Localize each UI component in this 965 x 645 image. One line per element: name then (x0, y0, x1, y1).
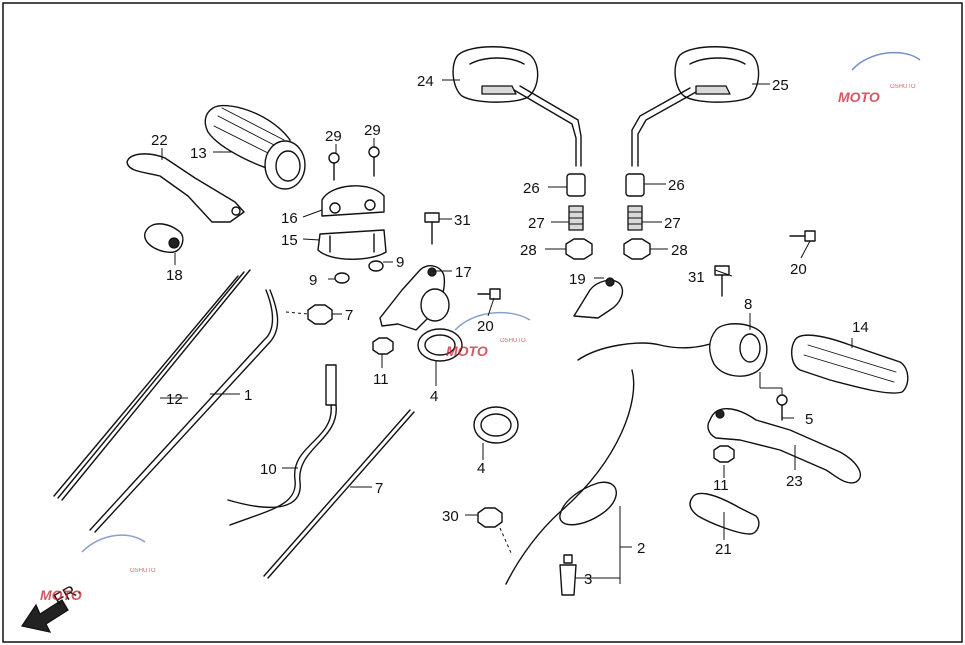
cable-2 (505, 369, 635, 585)
cable-12 (53, 269, 251, 501)
callout-10: 10 (260, 461, 277, 478)
cable-boot-3 (559, 554, 577, 596)
nut-30 (477, 507, 503, 528)
callout-11-right: 11 (713, 477, 729, 494)
callout-numbers: 24 25 26 26 27 27 28 28 13 22 18 29 29 1… (151, 73, 869, 588)
callout-11-left: 11 (373, 371, 389, 388)
callout-9-left: 9 (309, 272, 317, 289)
callout-7-upper: 7 (345, 307, 353, 324)
callout-15: 15 (281, 232, 298, 249)
watermark-text: MOTO (40, 587, 82, 603)
watermark-text: MOTO (446, 343, 488, 359)
callout-26-right: 26 (668, 177, 685, 194)
brake-lever-23 (707, 408, 861, 484)
bolt-31-left (424, 212, 440, 245)
callout-26-left: 26 (523, 180, 540, 197)
lever-bracket-19 (573, 277, 624, 319)
callout-25: 25 (772, 77, 789, 94)
callout-9-right: 9 (396, 254, 404, 271)
callout-3: 3 (584, 571, 592, 588)
callout-22: 22 (151, 132, 168, 149)
watermark-text: MOTO (838, 89, 880, 105)
right-mirror (631, 46, 760, 167)
mirror-nut-right (623, 238, 651, 260)
nut-9-left (334, 272, 350, 284)
callout-13: 13 (190, 145, 207, 162)
left-mirror (452, 46, 582, 167)
watermark-subtext: OSHUTO (500, 338, 526, 344)
cable-7 (263, 409, 415, 579)
switch-knob-18 (144, 223, 184, 253)
callout-31-left: 31 (454, 212, 471, 229)
nut-11-right (713, 445, 735, 463)
callout-30: 30 (442, 508, 459, 525)
callout-29-left: 29 (325, 128, 342, 145)
callout-7-lower: 7 (375, 480, 383, 497)
callout-31-right: 31 (688, 269, 705, 286)
mirror-nut-left (565, 238, 593, 260)
watermark-top-right: MOTO OSHUTO (838, 51, 921, 105)
nut-9-right (368, 260, 384, 272)
watermark-bottom-left: MOTO OSHUTO (40, 534, 156, 603)
callout-2: 2 (637, 540, 645, 557)
callout-27-left: 27 (528, 215, 545, 232)
callout-28-left: 28 (520, 242, 537, 259)
lever-bracket-17 (379, 265, 450, 331)
screw-29-right (368, 146, 380, 177)
throttle-housing-lower (317, 229, 387, 260)
watermark-subtext: OSHUTO (130, 568, 156, 574)
callout-16: 16 (281, 210, 298, 227)
handle-grip-14 (791, 334, 909, 394)
callout-14: 14 (852, 319, 869, 336)
callout-18: 18 (166, 267, 183, 284)
watermark-center: MOTO OSHUTO (446, 311, 531, 359)
mirror-spacer-right (625, 173, 645, 197)
nut-7 (307, 304, 333, 325)
bolt-20-right (789, 230, 816, 242)
callout-1: 1 (244, 387, 252, 404)
callout-19: 19 (569, 271, 586, 288)
callout-4-lower: 4 (477, 460, 485, 477)
callout-17: 17 (455, 264, 472, 281)
mirror-adapter-right (627, 205, 643, 231)
switch-housing-8 (577, 323, 768, 377)
callout-23: 23 (786, 473, 803, 490)
callout-8: 8 (744, 296, 752, 313)
hose-clamp-lower (473, 406, 519, 444)
callout-21: 21 (715, 541, 732, 558)
clutch-lever-left (126, 153, 245, 223)
callout-5: 5 (805, 411, 813, 428)
callout-29-right: 29 (364, 122, 381, 139)
throttle-housing-upper (321, 185, 385, 217)
callout-24: 24 (417, 73, 434, 90)
watermark-subtext: OSHUTO (890, 84, 916, 90)
hose-clamp-upper (417, 328, 463, 362)
callout-20-left: 20 (477, 318, 494, 335)
leader-lines (160, 79, 853, 584)
bolt-20-left (477, 288, 501, 300)
callout-4-upper: 4 (430, 388, 438, 405)
callout-28-right: 28 (671, 242, 688, 259)
throttle-grip (204, 104, 306, 190)
wire-harness-10 (227, 364, 337, 526)
screw-29-left (328, 152, 340, 181)
nut-11-left (372, 337, 394, 355)
callout-12: 12 (166, 391, 183, 408)
mirror-spacer-left (566, 173, 586, 197)
screw-5 (776, 394, 788, 421)
callout-20-right: 20 (790, 261, 807, 278)
cable-1 (89, 289, 279, 533)
mirror-adapter-left (568, 205, 584, 231)
callout-27-right: 27 (664, 215, 681, 232)
